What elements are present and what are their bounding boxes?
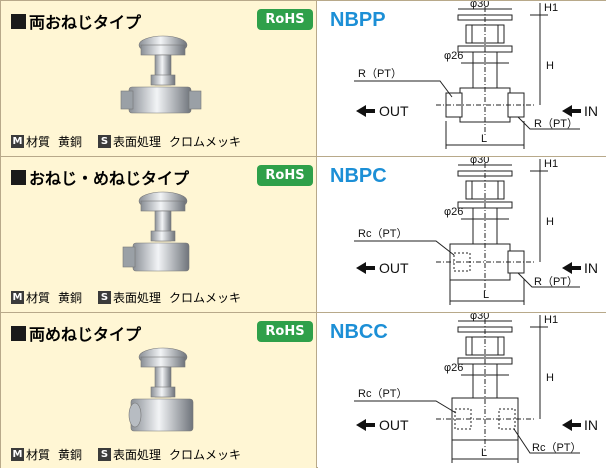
needle-valve-photo (122, 191, 190, 272)
model-number: NBCC (330, 321, 388, 343)
surface-icon: S (98, 448, 112, 461)
product-info-panel: 両おねじタイプ RoHS M 材質 (1, 1, 317, 156)
black-square-icon (11, 169, 26, 185)
dim-h: H (546, 216, 554, 228)
drawing-panel: NBPC (318, 157, 606, 312)
needle-valve-photo (120, 35, 202, 114)
dim-phi30: φ30 (470, 313, 489, 322)
surface-icon: S (98, 135, 112, 148)
product-row-nbcc: 両めねじタイプ RoHS M 材質 黄銅 (1, 313, 606, 468)
rohs-badge: RoHS (257, 9, 313, 30)
material-label: 材質 (26, 448, 51, 462)
product-row-nbpp: 両おねじタイプ RoHS M 材質 (1, 1, 606, 157)
port-right-label: R（PT） (534, 275, 578, 288)
in-label: IN (584, 417, 598, 433)
left-arrow-icon (356, 419, 375, 431)
surface-value: クロムメッキ (169, 291, 242, 305)
product-info-panel: おねじ・めねじタイプ RoHS M 材質 黄銅 (1, 157, 317, 312)
dim-phi30: φ30 (470, 157, 489, 166)
material-icon: M (11, 291, 24, 304)
black-square-icon (11, 13, 26, 29)
left-arrow-icon (562, 262, 581, 274)
product-type-title: おねじ・めねじタイプ (11, 165, 189, 189)
out-label: OUT (379, 103, 409, 119)
valve-technical-drawing: φ30 φ26 R（PT） R（PT） H H1 L OUT IN (354, 1, 598, 149)
rohs-badge: RoHS (257, 321, 313, 342)
in-label: IN (584, 260, 598, 276)
product-row-nbpc: おねじ・めねじタイプ RoHS M 材質 黄銅 (1, 157, 606, 313)
spec-line: M 材質 黄銅 S 表面処理 クロムメッキ (11, 133, 241, 150)
dim-phi30: φ30 (470, 1, 489, 10)
dim-h: H (546, 60, 554, 72)
surface-label: 表面処理 (113, 448, 162, 462)
dim-phi26: φ26 (444, 362, 463, 374)
rohs-badge: RoHS (257, 165, 313, 186)
out-label: OUT (379, 417, 409, 433)
dim-l: L (481, 133, 487, 145)
spec-line: M 材質 黄銅 S 表面処理 クロムメッキ (11, 446, 241, 463)
dim-h1: H1 (544, 2, 558, 14)
left-arrow-icon (356, 105, 375, 117)
needle-valve-photo (128, 347, 194, 432)
product-type-title: 両めねじタイプ (11, 321, 141, 345)
surface-icon: S (98, 291, 112, 304)
dim-phi26: φ26 (444, 50, 463, 62)
surface-value: クロムメッキ (169, 135, 242, 149)
material-value: 黄銅 (58, 291, 83, 305)
product-type-label: 両おねじタイプ (29, 13, 142, 32)
spec-line: M 材質 黄銅 S 表面処理 クロムメッキ (11, 289, 241, 306)
dim-h1: H1 (544, 314, 558, 326)
product-info-panel: 両めねじタイプ RoHS M 材質 黄銅 (1, 313, 317, 468)
port-left-label: Rc（PT） (358, 387, 408, 400)
in-label: IN (584, 103, 598, 119)
valve-technical-drawing: φ30 φ26 Rc（PT） Rc（PT） H H1 L OUT IN (354, 313, 598, 463)
material-label: 材質 (26, 291, 51, 305)
surface-label: 表面処理 (113, 135, 162, 149)
left-arrow-icon (562, 105, 581, 117)
valve-technical-drawing: φ30 φ26 Rc（PT） R（PT） H H1 L OUT IN (354, 157, 598, 305)
out-label: OUT (379, 260, 409, 276)
dim-l: L (483, 289, 489, 301)
port-right-label: Rc（PT） (532, 441, 582, 454)
material-label: 材質 (26, 135, 51, 149)
surface-value: クロムメッキ (169, 448, 242, 462)
dim-h1: H1 (544, 158, 558, 170)
product-type-title: 両おねじタイプ (11, 9, 141, 33)
dim-l: L (481, 447, 487, 459)
dim-phi26: φ26 (444, 206, 463, 218)
left-arrow-icon (562, 419, 581, 431)
model-number: NBPC (330, 165, 387, 187)
dim-h: H (546, 372, 554, 384)
drawing-panel: NBPP (318, 1, 606, 156)
surface-label: 表面処理 (113, 291, 162, 305)
model-number: NBPP (330, 9, 386, 31)
drawing-panel: NBCC (318, 313, 606, 468)
port-left-label: Rc（PT） (358, 227, 408, 240)
left-arrow-icon (356, 262, 375, 274)
material-icon: M (11, 448, 24, 461)
product-type-label: おねじ・めねじタイプ (29, 169, 190, 188)
material-value: 黄銅 (58, 135, 83, 149)
material-value: 黄銅 (58, 448, 83, 462)
black-square-icon (11, 325, 26, 341)
port-left-label: R（PT） (358, 67, 402, 80)
product-type-label: 両めねじタイプ (29, 325, 142, 344)
port-right-label: R（PT） (534, 117, 578, 130)
material-icon: M (11, 135, 24, 148)
